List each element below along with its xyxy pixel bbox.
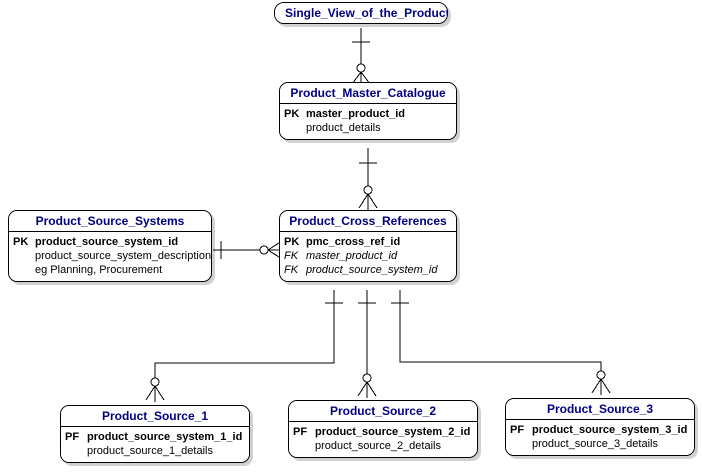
field-name: product_details [306,122,381,134]
entity-title: Product_Source_1 [61,406,249,426]
table-row: PK product_source_system_id [13,235,207,249]
title-divider [280,103,456,104]
table-row: product_source_system_description [13,249,211,263]
field-key: PF [293,426,308,438]
field-name: product_source_system_id [35,236,179,248]
relationship-master-to-cross-ref [358,148,378,211]
field-name: product_source_system_description [35,250,212,262]
entity-product-master-catalogue[interactable]: Product_Master_Catalogue PK master_produ… [279,82,457,140]
table-row: PF product_source_system_3_id [510,423,690,437]
table-row: PK pmc_cross_ref_id [284,235,452,249]
field-name: master_product_id [306,108,406,120]
relationship-cross-ref-to-source-2 [357,290,377,398]
field-key: FK [284,250,299,262]
entity-field-list: PF product_source_system_2_id product_so… [289,422,477,457]
title-divider [289,421,477,422]
field-name: product_source_system_1_id [87,431,243,443]
field-key: PK [284,236,300,248]
entity-title: Product_Cross_References [280,211,456,231]
table-row: PK master_product_id [284,107,452,121]
entity-product-source-systems[interactable]: Product_Source_Systems PK product_source… [8,210,212,282]
title-divider [61,426,249,427]
entity-product-source-3[interactable]: Product_Source_3 PF product_source_syste… [505,398,695,456]
field-name: product_source_1_details [87,445,213,457]
relationship-source-systems-to-cross-ref [213,240,283,260]
field-name: product_source_2_details [315,440,441,452]
entity-field-list: PF product_source_system_3_id product_so… [506,420,694,455]
table-row: product_source_2_details [293,439,473,453]
relationship-cross-ref-to-source-1 [145,290,343,402]
entity-title: Product_Source_3 [506,399,694,419]
field-key: FK [284,264,299,276]
field-name: product_source_system_2_id [315,426,471,438]
entity-product-source-2[interactable]: Product_Source_2 PF product_source_syste… [288,400,478,458]
entity-field-list: PF product_source_system_1_id product_so… [61,427,249,462]
table-row: eg Planning, Procurement [13,263,207,277]
entity-field-list: PK pmc_cross_ref_id FK master_product_id… [280,232,456,281]
title-divider [506,419,694,420]
relationship-cross-ref-to-source-3 [391,290,611,395]
title-divider [9,231,211,232]
table-row: product_details [284,121,452,135]
title-divider [280,231,456,232]
table-row: PF product_source_system_1_id [65,430,245,444]
entity-field-list: PK product_source_system_id product_sour… [9,232,211,281]
entity-field-list: PK master_product_id product_details [280,104,456,139]
table-row: PF product_source_system_2_id [293,425,473,439]
entity-single-view-of-the-product[interactable]: Single_View_of_the_Product [274,2,448,24]
field-name: eg Planning, Procurement [35,264,163,276]
table-row: product_source_1_details [65,444,245,458]
entity-title: Product_Source_Systems [9,211,211,231]
entity-title: Single_View_of_the_Product [275,3,447,23]
entity-product-cross-references[interactable]: Product_Cross_References PK pmc_cross_re… [279,210,457,282]
entity-title: Product_Master_Catalogue [280,83,456,103]
entity-product-source-1[interactable]: Product_Source_1 PF product_source_syste… [60,405,250,463]
table-row: product_source_3_details [510,437,690,451]
field-name: pmc_cross_ref_id [306,236,401,248]
entity-title: Product_Source_2 [289,401,477,421]
relationship-single-view-to-master [351,28,371,85]
field-key: PF [510,424,525,436]
field-key: PK [284,108,300,120]
field-name: master_product_id [306,250,398,262]
field-key: PK [13,236,29,248]
field-name: product_source_3_details [532,438,658,450]
table-row: FK master_product_id [284,249,452,263]
table-row: FK product_source_system_id [284,263,452,277]
field-key: PF [65,431,80,443]
field-name: product_source_system_3_id [532,424,688,436]
field-name: product_source_system_id [306,264,438,276]
